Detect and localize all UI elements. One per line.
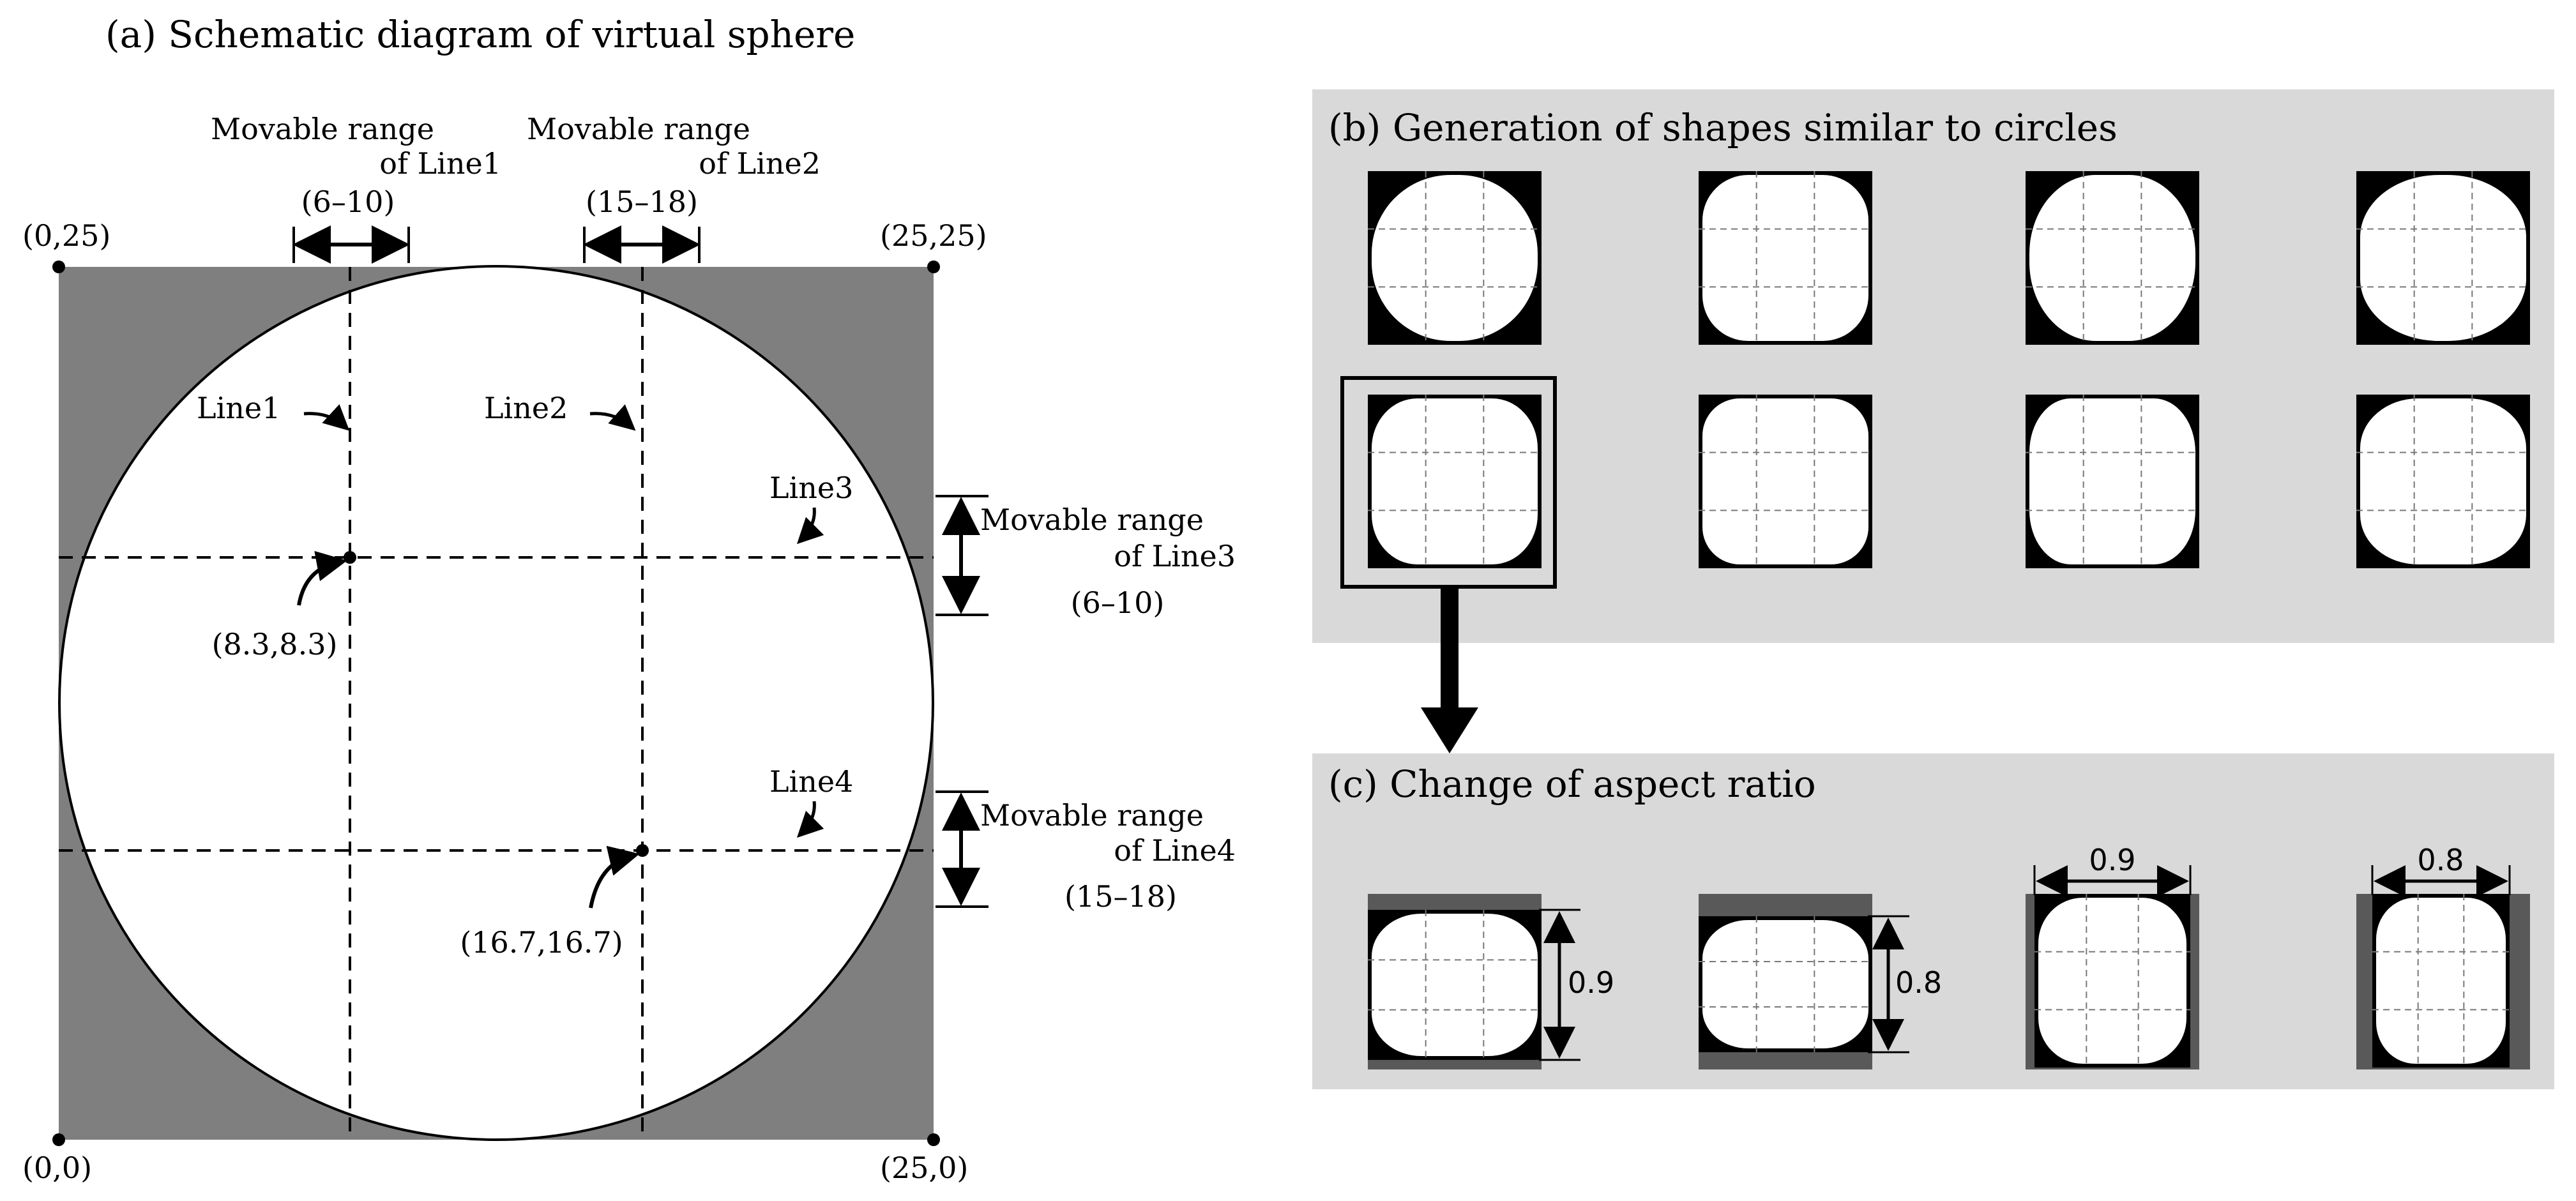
line1-label: Line1 — [197, 391, 280, 425]
aspect-tile-2 — [1699, 894, 1872, 1069]
point-1-label: (8.3,8.3) — [212, 627, 338, 661]
aspect-tile-4 — [2356, 894, 2530, 1069]
aspect-tile-3 — [2026, 894, 2199, 1069]
line3-pointer-arrow — [796, 507, 824, 545]
line3-range-annotation: Movable range of Line3 (6–10) — [936, 495, 1236, 620]
ratio-label-2: 0.8 — [1895, 965, 1942, 1000]
line3-label: Line3 — [769, 471, 853, 505]
shape-tile — [1699, 171, 1872, 345]
line4-range-annotation: Movable range of Line4 (15–18) — [936, 790, 1236, 914]
corner-dot-top-right — [927, 261, 940, 273]
corner-label-top-right: (25,25) — [880, 218, 987, 253]
shape-tile — [1368, 395, 1542, 568]
line2-range-values: (15–18) — [586, 185, 698, 219]
line3-range-title: Movable range — [980, 502, 1204, 537]
line1-range-values: (6–10) — [301, 185, 395, 219]
shape-tile — [2356, 395, 2530, 568]
line2-label: Line2 — [484, 391, 568, 425]
intersection-point-1 — [344, 551, 356, 564]
line2-range-annotation: Movable range of Line2 (15–18) — [527, 112, 821, 264]
line1-range-annotation: Movable range of Line1 (6–10) — [211, 112, 501, 264]
line1-range-title: Movable range — [211, 112, 434, 146]
panel-b: (b) Generation of shapes similar to circ… — [1312, 89, 2554, 753]
selection-arrow-head — [1421, 707, 1478, 753]
ratio-annotation-1: 0.9 — [1539, 909, 1614, 1061]
shape-tile — [2026, 395, 2199, 568]
corner-dot-bottom-right — [927, 1133, 940, 1146]
corner-label-top-left: (0,25) — [22, 218, 110, 253]
shape-tile — [1368, 171, 1542, 345]
panel-b-shape-grid — [1368, 171, 2530, 568]
aspect-tile-1 — [1368, 894, 1542, 1069]
ratio-label-1: 0.9 — [1568, 965, 1614, 1000]
shape-tile — [2026, 171, 2199, 345]
line1-range-subtitle: of Line1 — [379, 146, 501, 181]
corner-dot-top-left — [52, 261, 65, 273]
panel-a-title: (a) Schematic diagram of virtual sphere — [105, 13, 855, 56]
virtual-sphere-circle — [58, 265, 934, 1141]
intersection-point-2 — [636, 844, 649, 857]
point-2-pointer-arrow — [589, 845, 640, 909]
line4-pointer-arrow — [796, 801, 824, 838]
line3-range-subtitle: of Line3 — [1114, 539, 1236, 573]
ratio-annotation-3: 0.9 — [2033, 843, 2192, 897]
panel-a: (a) Schematic diagram of virtual sphere … — [22, 13, 1236, 1185]
line4-range-subtitle: of Line4 — [1114, 833, 1236, 868]
selected-shape-frame — [1340, 376, 1557, 589]
ratio-annotation-4: 0.8 — [2371, 843, 2511, 897]
corner-label-bottom-left: (0,0) — [22, 1151, 92, 1185]
line2-range-title: Movable range — [527, 112, 750, 146]
point-1-pointer-arrow — [297, 550, 347, 606]
ratio-label-3: 0.9 — [2089, 843, 2135, 877]
line2-range-subtitle: of Line2 — [699, 146, 821, 181]
line4-range-values: (15–18) — [1064, 879, 1177, 914]
line4-label: Line4 — [769, 764, 853, 799]
line2-pointer-arrow — [589, 404, 636, 431]
panel-c-title: (c) Change of aspect ratio — [1328, 762, 1816, 806]
shape-tile — [1699, 395, 1872, 568]
panel-b-title: (b) Generation of shapes similar to circ… — [1328, 106, 2118, 149]
corner-dot-bottom-left — [52, 1133, 65, 1146]
panel-c: (c) Change of aspect ratio 0.9 0.8 0.9 0… — [1312, 753, 2554, 1089]
shape-tile — [2356, 171, 2530, 345]
ratio-annotation-2: 0.8 — [1868, 915, 1942, 1054]
ratio-label-4: 0.8 — [2417, 843, 2464, 877]
line3-range-values: (6–10) — [1071, 585, 1165, 620]
panel-c-shape-row — [1368, 894, 2530, 1069]
corner-label-bottom-right: (25,0) — [880, 1151, 968, 1185]
line4-range-title: Movable range — [980, 798, 1204, 833]
line1-pointer-arrow — [303, 404, 350, 431]
point-2-label: (16.7,16.7) — [460, 925, 623, 960]
